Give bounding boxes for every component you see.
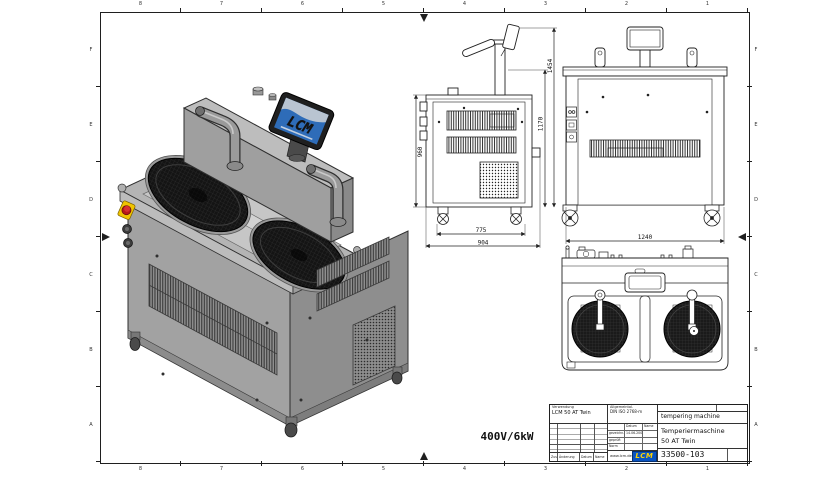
louver-vent-side [316,236,390,312]
power-rating-label: 400V/6kW [480,430,534,443]
stirrer-arm-right [306,164,347,227]
center-divider [639,295,651,363]
front-screws [585,93,709,114]
stirrer-arm-left [195,106,244,171]
dim-960: 960 [417,146,424,157]
centering-mark-right [738,233,746,241]
dim-1454: 1454 [547,58,554,73]
arm-handle [462,38,496,57]
tolerance-label: Allgemeintol. [610,405,634,409]
louver-vent-front [148,263,278,376]
side-casters [437,206,522,225]
front-vent [589,139,701,158]
panel-screws [155,254,369,402]
side-connector [419,101,428,112]
dimension-ext-lines [565,207,725,244]
frame-ticks-bottom [100,461,748,466]
top-fitting [447,87,459,96]
vent-cap [252,86,277,101]
emergency-stop-button [117,200,136,220]
corner-detail [566,361,576,369]
dimension-lines [413,27,557,248]
dim-775: 775 [476,227,487,234]
top-view [561,245,729,371]
front-casters [561,204,721,227]
title-block: Verwendung LCM 50 AT Twin Zust. Änderung… [549,404,748,462]
verwendung-value: LCM 50 AT Twin [552,409,591,416]
front-view: 1240 [561,26,728,244]
isometric-view: LCM [117,86,409,438]
side-display [502,23,520,51]
caster-wheels [129,331,403,438]
tabletop [562,66,728,77]
rear-connector [531,147,541,158]
title-german: Temperiermaschine 50 AT Twin [658,424,747,449]
side-view: 960 1170 1454 775 904 [413,23,557,249]
perforated-vent [352,305,396,386]
revision-table [550,424,607,452]
monitor-stand [639,49,651,68]
tolerance-value: DIN ISO 2768-m [610,408,643,414]
dim-1170: 1170 [538,116,545,131]
centering-mark-bottom [420,452,428,460]
connector-knobs [122,224,133,248]
dim-1240: 1240 [638,234,653,241]
frame-ticks-left [96,12,101,462]
title-block-strip [658,405,747,412]
rear-fittings [565,245,694,259]
dim-904: 904 [478,240,489,247]
top-bowl-left [571,289,629,358]
verwendung-label: Verwendung [552,405,574,409]
side-screws [437,106,524,124]
frame-ticks-right [747,12,752,462]
display-monitor: LCM [268,92,335,163]
control-icons [566,106,577,143]
centering-mark-left [102,233,110,241]
title-english: tempering machine [658,412,747,424]
top-bowl-right [663,289,721,358]
drawing-number: 33500-103 [658,449,747,461]
website: www.lcm.de [610,454,632,458]
lcm-logo: LCM [631,450,657,462]
frame-ticks-top [100,8,748,13]
side-vents [446,110,519,199]
centering-mark-top [420,14,428,22]
revision-labels: Zust. Änderung Datum Name [550,452,607,461]
